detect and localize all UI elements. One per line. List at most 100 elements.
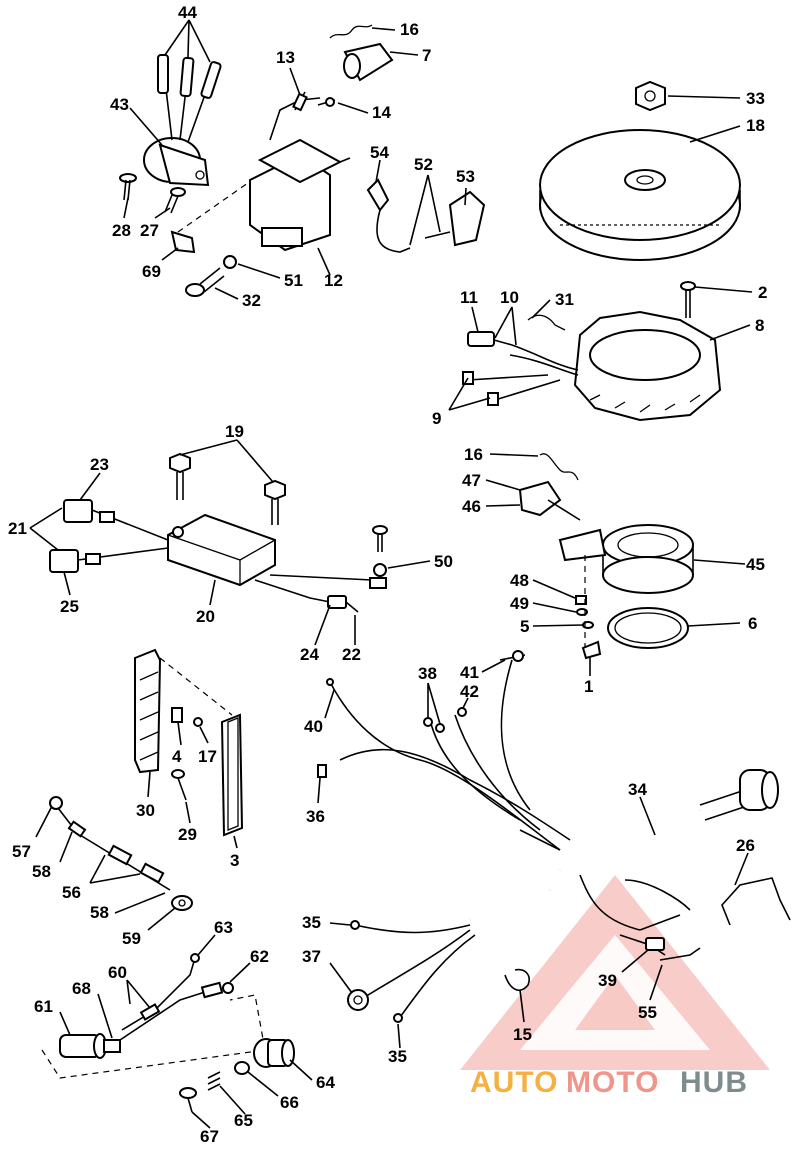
callout-32: 32 <box>242 291 261 310</box>
callout-58-top: 58 <box>32 862 51 881</box>
callout-53: 53 <box>456 167 475 186</box>
part-28-screw <box>119 173 137 201</box>
callout-52: 52 <box>414 155 433 174</box>
callout-9: 9 <box>432 409 441 428</box>
callout-67: 67 <box>200 1127 219 1146</box>
callout-69: 69 <box>142 262 161 281</box>
callout-33: 33 <box>746 89 765 108</box>
callout-62: 62 <box>250 947 269 966</box>
part-30-terminal-block <box>134 648 162 774</box>
callout-41: 41 <box>460 663 479 682</box>
part-67-screw <box>179 1087 197 1113</box>
callout-29: 29 <box>178 825 197 844</box>
part-47-46-sensor <box>518 480 581 521</box>
dashed-guide-69 <box>177 177 256 233</box>
part-45-timer-base <box>558 524 694 594</box>
part-23-connector <box>63 499 169 541</box>
callout-19: 19 <box>225 422 244 441</box>
part-29-screw <box>171 769 187 801</box>
callout-17: 17 <box>198 747 217 766</box>
callout-64: 64 <box>316 1073 335 1092</box>
part-26-bracket <box>721 877 791 926</box>
callout-35-upper: 35 <box>302 913 321 932</box>
watermark-hub: HUB <box>680 1066 748 1099</box>
part-43-coil-module <box>143 54 222 187</box>
part-13-terminal <box>292 91 308 112</box>
watermark-logo <box>460 875 770 1070</box>
callout-68: 68 <box>72 979 91 998</box>
part-2-screw <box>680 281 696 318</box>
part-18-flywheel <box>539 129 741 261</box>
callout-37: 37 <box>302 947 321 966</box>
callout-20: 20 <box>196 607 215 626</box>
part-10-wires <box>509 344 579 376</box>
part-9-terminals <box>462 371 561 406</box>
callout-16-top: 16 <box>400 20 419 39</box>
callout-26: 26 <box>736 836 755 855</box>
callout-8: 8 <box>755 316 764 335</box>
watermark-moto: MOTO <box>566 1066 659 1099</box>
callout-46: 46 <box>462 497 481 516</box>
callout-38: 38 <box>418 664 437 683</box>
callout-44: 44 <box>178 3 197 22</box>
part-32-bolt <box>185 267 225 297</box>
part-50-screw-nut <box>269 525 388 589</box>
callout-3: 3 <box>230 851 239 870</box>
callout-49: 49 <box>510 594 529 613</box>
part-54-lead-boot <box>366 178 411 253</box>
callout-65: 65 <box>234 1111 253 1130</box>
callout-39: 39 <box>598 971 617 990</box>
part-33-nut <box>635 80 666 112</box>
callout-48: 48 <box>510 571 529 590</box>
callout-18: 18 <box>746 116 765 135</box>
callout-28: 28 <box>112 221 131 240</box>
callout-59: 59 <box>122 929 141 948</box>
callout-35-lower: 35 <box>388 1047 407 1066</box>
callout-45: 45 <box>746 555 765 574</box>
callout-16-lower: 16 <box>464 445 483 464</box>
callout-2: 2 <box>758 283 767 302</box>
part-52-terminal <box>424 231 451 239</box>
part-19-bolt-left <box>169 452 191 500</box>
callout-11: 11 <box>460 288 478 307</box>
callout-31: 31 <box>555 290 574 309</box>
callout-25: 25 <box>60 597 79 616</box>
part-19-bolt-right <box>264 479 286 525</box>
part-3-cover <box>220 713 244 837</box>
callout-15: 15 <box>513 1025 532 1044</box>
part-20-power-pack <box>167 513 276 587</box>
part-34-wiring-harness <box>317 650 779 1023</box>
callout-12: 12 <box>324 271 343 290</box>
part-15-clip <box>504 968 530 991</box>
part-51-washer <box>223 255 237 269</box>
callout-55: 55 <box>638 1003 657 1022</box>
part-64-boot <box>253 1038 295 1068</box>
callout-23: 23 <box>90 455 109 474</box>
part-25-connector <box>49 547 169 573</box>
callout-30: 30 <box>136 801 155 820</box>
dashed-guide-64 <box>41 994 266 1079</box>
part-6-retaining-ring <box>607 607 689 649</box>
callout-1: 1 <box>584 677 593 696</box>
callout-42: 42 <box>460 682 479 701</box>
part-39-55-connector <box>619 934 701 961</box>
callout-57: 57 <box>12 842 31 861</box>
callout-21: 21 <box>8 519 27 538</box>
callout-7: 7 <box>422 46 431 65</box>
callout-47: 47 <box>462 471 481 490</box>
callout-51: 51 <box>284 271 303 290</box>
part-48-49-5-1-hardware <box>575 555 602 660</box>
part-66-plug <box>234 1061 250 1075</box>
part-11-connector <box>467 331 513 347</box>
callout-36: 36 <box>306 807 325 826</box>
part-24-22-leads <box>254 579 359 613</box>
callout-6: 6 <box>748 614 757 633</box>
callout-22: 22 <box>342 645 361 664</box>
callout-5: 5 <box>520 617 529 636</box>
callout-13: 13 <box>276 48 295 67</box>
callout-61: 61 <box>34 997 53 1016</box>
callout-14: 14 <box>372 103 391 122</box>
part-16-spring-clip-top <box>329 24 373 39</box>
callout-66: 66 <box>280 1093 299 1112</box>
